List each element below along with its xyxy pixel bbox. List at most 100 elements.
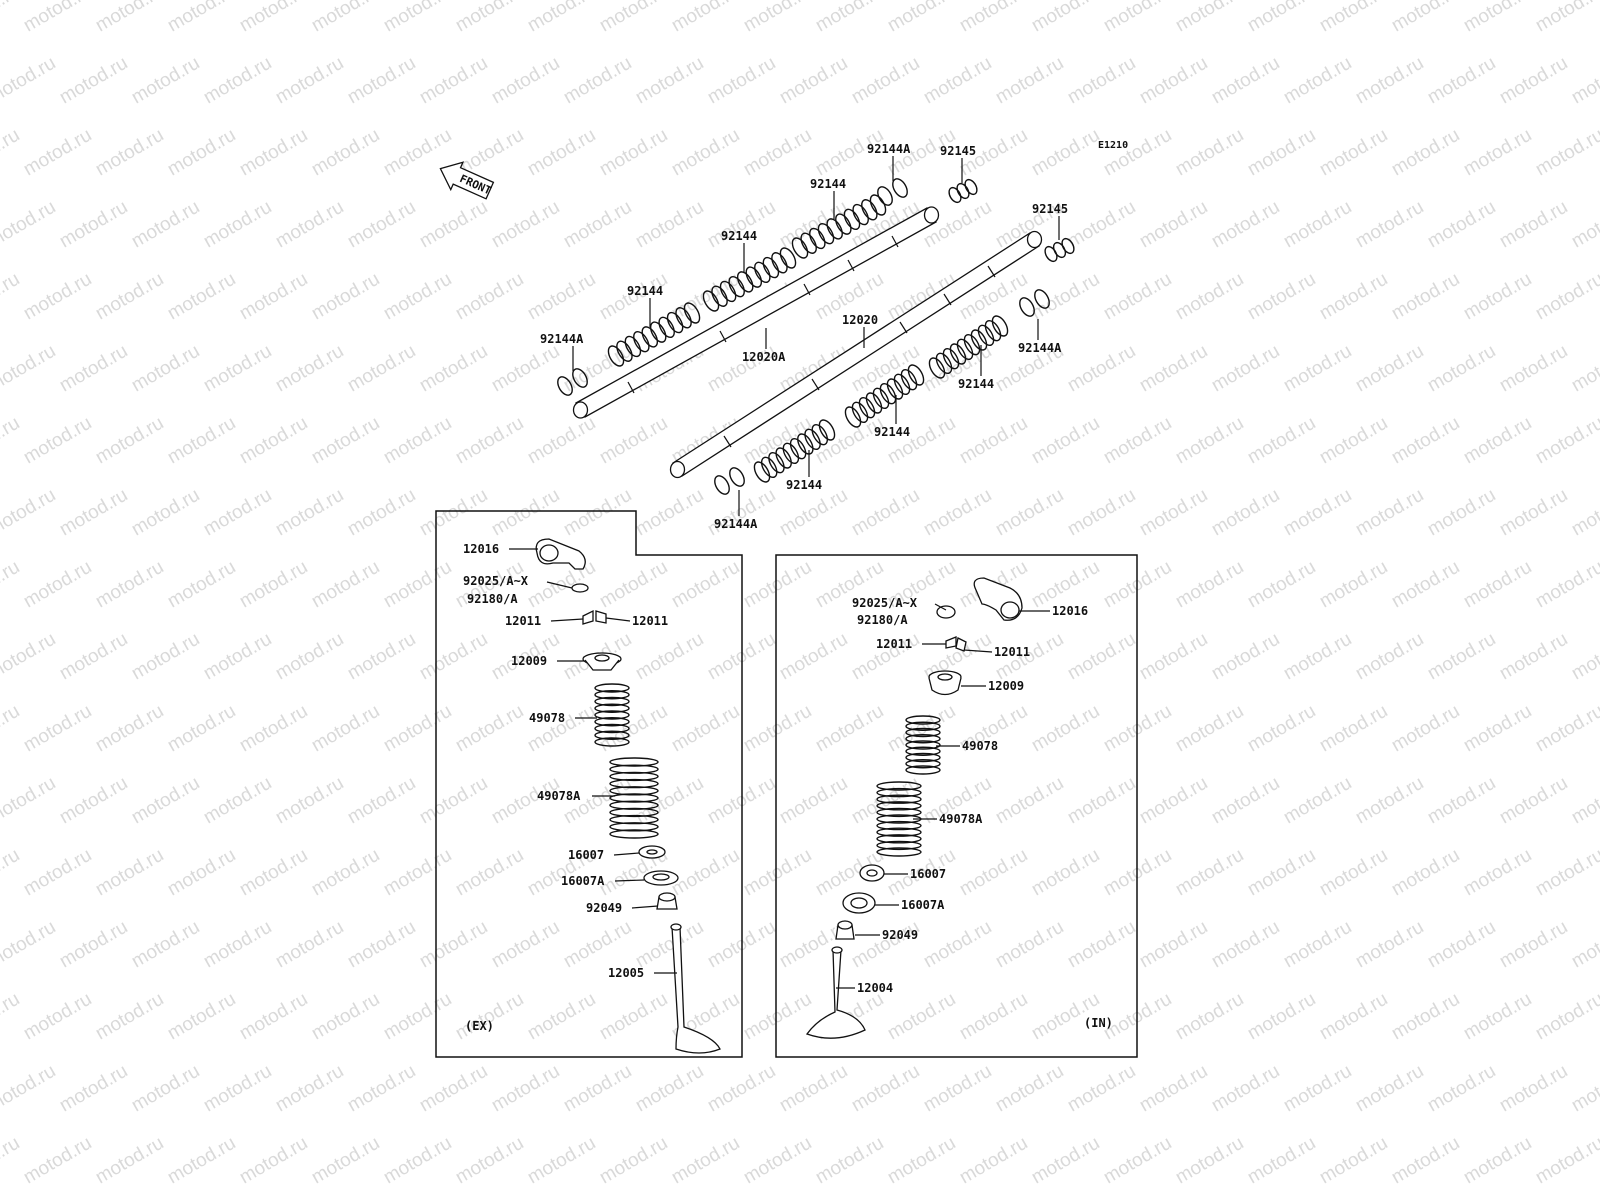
coil-turn [865, 392, 883, 414]
shaft-springs [557, 178, 1075, 495]
in-label-adjuster: 92025/A~X [852, 596, 918, 610]
watermark-text: motod.ru [488, 197, 563, 253]
watermark-text: motod.ru [0, 701, 23, 757]
label-shaft-part: 92144A [1018, 341, 1062, 355]
keeper-in [945, 636, 967, 652]
watermark-text: motod.ru [812, 0, 887, 36]
watermark-text: motod.ru [1244, 1133, 1319, 1189]
ex-label-adjuster: 92025/A~X [463, 574, 529, 588]
watermark-text: motod.ru [596, 701, 671, 757]
watermark-text: motod.ru [164, 413, 239, 469]
coil-turn [609, 771, 659, 782]
watermark-text: motod.ru [704, 197, 779, 253]
watermark-text: motod.ru [956, 413, 1031, 469]
watermark-text: motod.ru [1100, 125, 1175, 181]
valve-seat-2-in [842, 892, 876, 914]
rocker-arm-in [973, 577, 1023, 621]
watermark-text: motod.ru [308, 557, 383, 613]
coil-turn [762, 256, 780, 279]
watermark-text: motod.ru [308, 701, 383, 757]
watermark-text: motod.ru [956, 0, 1031, 36]
watermark-text: motod.ru [1424, 341, 1499, 397]
coil-turn [609, 807, 659, 818]
watermark-text: motod.ru [668, 0, 743, 36]
coil-turn [624, 335, 642, 358]
spring-92144 [844, 364, 925, 428]
watermark-text: motod.ru [1028, 701, 1103, 757]
label-shaft-part: 92144 [958, 377, 994, 391]
watermark-text: motod.ru [920, 485, 995, 541]
coil-turn [1061, 237, 1075, 255]
valve-ex [670, 923, 721, 1054]
watermark-text: motod.ru [524, 269, 599, 325]
watermark-text: motod.ru [1208, 485, 1283, 541]
watermark-text: motod.ru [1100, 269, 1175, 325]
watermark-text: motod.ru [0, 485, 59, 541]
watermark-text: motod.ru [848, 53, 923, 109]
watermark-text: motod.ru [236, 413, 311, 469]
coil-turn [893, 373, 911, 396]
watermark-text: motod.ru [1208, 53, 1283, 109]
watermark-text: motod.ru [1424, 197, 1499, 253]
watermark-text: motod.ru [848, 773, 923, 829]
watermark-text: motod.ru [920, 917, 995, 973]
watermark-text: motod.ru [1568, 197, 1600, 253]
watermark-text: motod.ru [1208, 341, 1283, 397]
coil-turn [984, 319, 1002, 342]
coil-turn [905, 721, 941, 731]
ex-label-valve: 12005 [608, 966, 644, 980]
watermark-text: motod.ru [416, 917, 491, 973]
watermark-text: motod.ru [1388, 989, 1463, 1045]
watermark-text: motod.ru [1424, 773, 1499, 829]
watermark-text: motod.ru [596, 0, 671, 36]
watermark-text: motod.ru [1136, 773, 1211, 829]
watermark-text: motod.ru [380, 1133, 455, 1189]
watermark-text: motod.ru [0, 53, 59, 109]
watermark-text: motod.ru [1064, 197, 1139, 253]
watermark-text: motod.ru [1280, 917, 1355, 973]
coil-turn [964, 178, 978, 196]
watermark-text: motod.ru [20, 413, 95, 469]
watermark-text: motod.ru [1136, 629, 1211, 685]
watermark-text: motod.ru [1172, 989, 1247, 1045]
watermark-text: motod.ru [1316, 989, 1391, 1045]
watermark-text: motod.ru [0, 845, 23, 901]
watermark-text: motod.ru [524, 125, 599, 181]
watermark-text: motod.ru [344, 629, 419, 685]
inner-spring-in [905, 715, 941, 775]
watermark-text: motod.ru [1388, 0, 1463, 36]
watermark-text: motod.ru [740, 989, 815, 1045]
watermark-text: motod.ru [1532, 557, 1600, 613]
watermark-text: motod.ru [776, 53, 851, 109]
watermark-text: motod.ru [20, 0, 95, 36]
ring-92144a [877, 178, 908, 206]
coil-turn [683, 302, 701, 324]
watermark-text: motod.ru [1244, 0, 1319, 36]
watermark-text: motod.ru [92, 989, 167, 1045]
watermark-text: motod.ru [1028, 845, 1103, 901]
watermark-text: motod.ru [1172, 269, 1247, 325]
coil-turn [609, 793, 659, 803]
watermark-text: motod.ru [668, 125, 743, 181]
coil-turn [877, 186, 893, 206]
watermark-text: motod.ru [20, 845, 95, 901]
in-label-retainer: 12009 [988, 679, 1024, 693]
watermark-text: motod.ru [1496, 1061, 1571, 1117]
coil-turn [876, 807, 922, 818]
coil-turn [905, 740, 941, 750]
watermark-text: motod.ru [452, 269, 527, 325]
watermark-text: motod.ru [416, 485, 491, 541]
coil-turn [736, 271, 754, 293]
watermark-text: motod.ru [236, 125, 311, 181]
coil-turn [956, 338, 974, 361]
label-shaft-part: 92144 [874, 425, 910, 439]
coil-turn [876, 840, 922, 851]
watermark-text: motod.ru [452, 845, 527, 901]
watermark-text: motod.ru [1496, 53, 1571, 109]
watermark-text: motod.ru [1352, 1061, 1427, 1117]
watermark-text: motod.ru [488, 1061, 563, 1117]
valve-in [805, 946, 866, 1039]
watermark-text: motod.ru [920, 1061, 995, 1117]
watermark-text: motod.ru [56, 1061, 131, 1117]
watermark-text: motod.ru [524, 413, 599, 469]
